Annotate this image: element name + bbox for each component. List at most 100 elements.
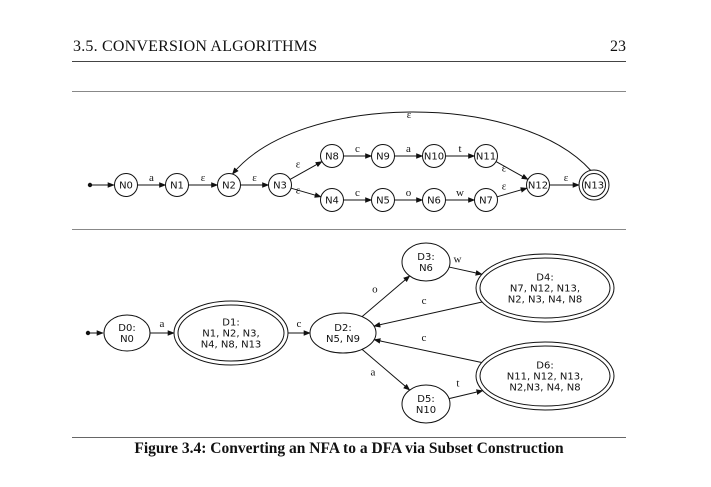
dfa-state-label-line: D0:	[118, 323, 135, 334]
dfa-state-label-line: D5:	[417, 394, 434, 405]
nfa-state-n10: N10	[422, 144, 446, 168]
dfa-state-d0: D0:N0	[103, 314, 151, 352]
dfa-state-d1: D1:N1, N2, N3,N4, N8, N13	[173, 300, 289, 366]
nfa-state-n5: N5	[371, 188, 395, 212]
nfa-state-n3: N3	[268, 173, 292, 197]
nfa-state-n1: N1	[165, 173, 189, 197]
dfa-state-label-line: N0	[120, 334, 134, 345]
dfa-state-label-line: N6	[419, 263, 433, 274]
dfa-state-ellipse	[479, 257, 611, 319]
nfa-edge-label: o	[406, 187, 412, 199]
dfa-state-label-line: D4:	[536, 273, 553, 284]
nfa-edge-label: c	[355, 143, 360, 155]
nfa-state-label: N4	[325, 196, 339, 207]
dfa-state-ellipse	[401, 242, 451, 282]
nfa-state-n11: N11	[474, 144, 498, 168]
nfa-edge-label: ε	[502, 181, 507, 193]
nfa-edge-label: ε	[296, 159, 301, 171]
nfa-edge-label: ε	[407, 109, 412, 121]
nfa-state-label: N11	[476, 152, 496, 163]
nfa-edge-n4-n5: c	[343, 187, 373, 203]
dfa-state-label-line: N5, N9	[326, 334, 360, 345]
dfa-state-label-line: N11, N12, N13,	[507, 372, 584, 383]
nfa-edge-n1-n2: ε	[188, 172, 219, 188]
nfa-edge-label: a	[149, 172, 154, 184]
dfa-edge-d4-d2: c	[373, 295, 483, 328]
nfa-state-n6: N6	[422, 188, 446, 212]
dfa-state-d2: D2:N5, N9	[309, 312, 377, 354]
nfa-state-circle	[582, 173, 606, 197]
dfa-edge-label: o	[372, 283, 378, 295]
nfa-edge-n5-n6: o	[394, 187, 424, 203]
dfa-state-ellipse	[479, 345, 611, 407]
nfa-edge-label: ε	[502, 163, 507, 175]
dfa-state-label-line: D2:	[334, 323, 351, 334]
nfa-edge-n13-n2: ε	[232, 109, 592, 175]
nfa-edge-label: c	[355, 187, 360, 199]
nfa-edge-label: a	[406, 143, 411, 155]
dfa-state-label-line: D3:	[417, 252, 434, 263]
nfa-edge-n8-n9: c	[343, 143, 373, 159]
nfa-state-label: N1	[170, 181, 184, 192]
nfa-edge-label: w	[456, 187, 464, 199]
dfa-edge-d5-d6: t	[448, 378, 484, 400]
nfa-edge-n10-n11: t	[445, 143, 476, 159]
dfa-state-label-line: N2, N3, N4, N8	[508, 295, 582, 306]
dfa-edge-d0-d1: a	[150, 318, 175, 336]
nfa-state-label: N3	[273, 181, 287, 192]
nfa-state-n13: N13	[578, 169, 610, 201]
nfa-edge-label: ε	[564, 172, 569, 184]
nfa-edge-label: ε	[201, 172, 206, 184]
dfa-state-ellipse	[401, 384, 451, 424]
nfa-state-label: N2	[222, 181, 236, 192]
nfa-state-label: N13	[584, 181, 604, 192]
dfa-edge-line	[361, 275, 411, 318]
nfa-state-label: N6	[427, 196, 441, 207]
nfa-state-n0: N0	[114, 173, 138, 197]
nfa-edge-arc	[232, 111, 592, 175]
nfa-state-label: N12	[528, 181, 548, 192]
dfa-edge-line	[448, 389, 484, 400]
dfa-edge-label: c	[297, 318, 302, 330]
nfa-edge-label: t	[458, 143, 461, 155]
dfa-edge-line	[373, 301, 483, 328]
dfa-edge-d2-d3: o	[361, 275, 411, 318]
nfa-state-label: N5	[376, 196, 390, 207]
dfa-edge-d3-d4: w	[449, 254, 483, 276]
dfa-state-label-line: D1:	[222, 318, 239, 329]
nfa-state-n9: N9	[371, 144, 395, 168]
figure-caption: Figure 3.4: Converting an NFA to a DFA v…	[134, 440, 564, 457]
nfa-edge-line	[496, 187, 528, 198]
dfa-edge-d2-d5: a	[361, 348, 411, 391]
nfa-edge-line	[289, 161, 323, 180]
nfa-edge-line	[495, 161, 529, 180]
nfa-edge-n12-n13: ε	[549, 172, 580, 188]
nfa-edge-n3-n8: ε	[289, 159, 323, 180]
nfa-state-n12: N12	[526, 173, 550, 197]
dfa-start-dot	[85, 330, 91, 336]
nfa-start-dot	[87, 182, 93, 188]
dfa-edge-label: a	[160, 318, 165, 330]
nfa-state-label: N10	[424, 152, 444, 163]
dfa-state-d3: D3:N6	[401, 242, 451, 282]
nfa-state-label: N0	[119, 181, 133, 192]
figure-bottom-rule	[72, 437, 626, 438]
nfa-edge-line	[290, 187, 322, 198]
nfa-state-n7: N7	[474, 188, 498, 212]
nfa-state-n8: N8	[320, 144, 344, 168]
header-rule	[72, 61, 626, 62]
nfa-edge-n0-n1: a	[137, 172, 167, 188]
nfa-edge-label: ε	[252, 172, 257, 184]
dfa-state-label-line: N7, N12, N13,	[510, 284, 580, 295]
dfa-state-label-line: D6:	[536, 361, 553, 372]
nfa-edge-label: ε	[296, 185, 301, 197]
nfa-edge-n2-n3: ε	[240, 172, 270, 188]
nfa-edge-n7-n12: ε	[496, 181, 528, 198]
dfa-edge-line	[373, 338, 482, 364]
nfa-state-label: N9	[376, 152, 390, 163]
dfa-state-label-line: N1, N2, N3,	[202, 329, 259, 340]
dfa-edge-label: c	[421, 332, 426, 344]
